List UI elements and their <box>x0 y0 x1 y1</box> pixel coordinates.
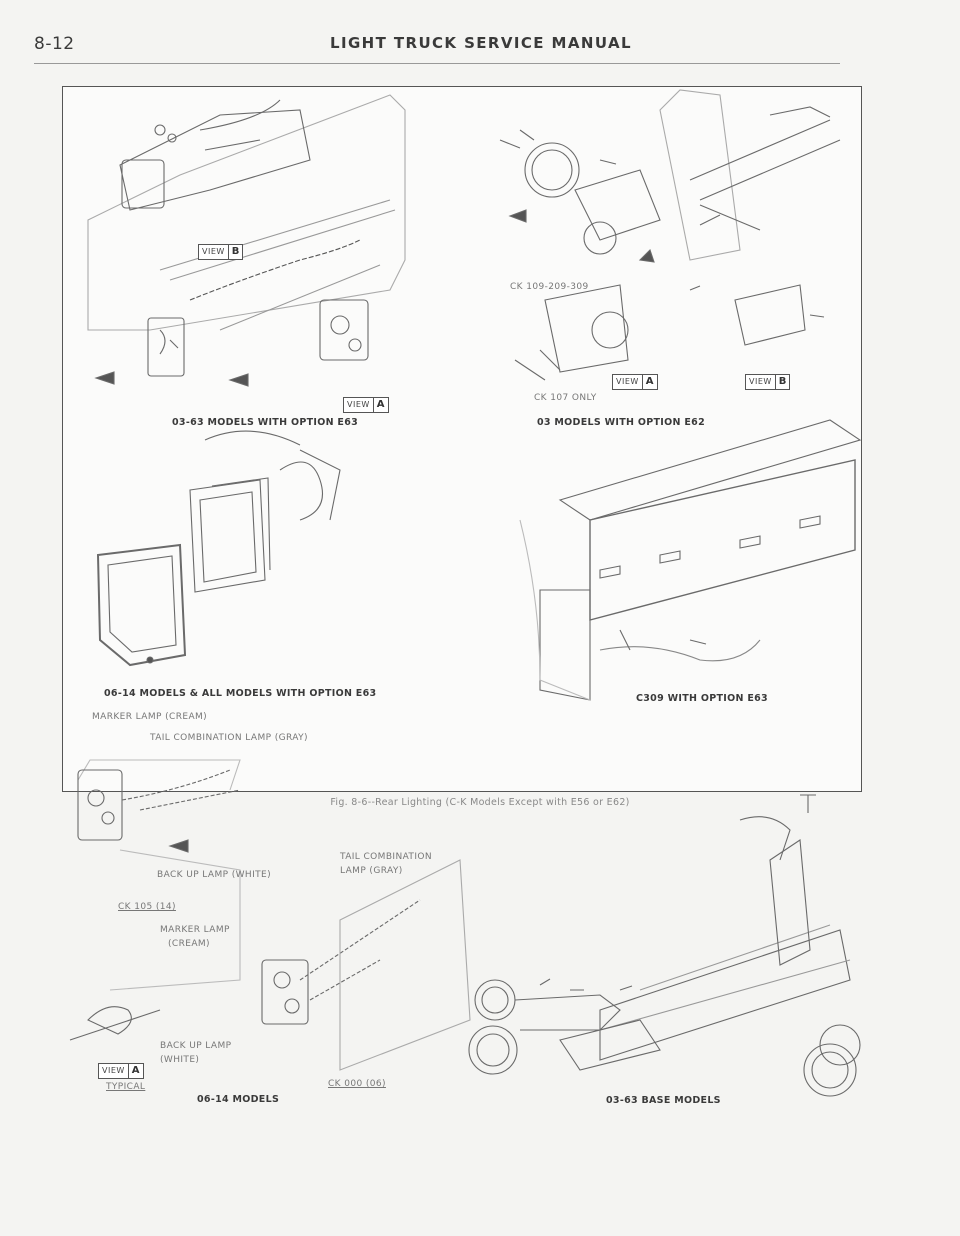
illustration-0363-base-frame <box>468 794 861 1097</box>
callout-tail-comb-line2: LAMP (GRAY) <box>340 866 403 876</box>
callout-ck107: CK 107 ONLY <box>534 393 597 403</box>
callout-marker-line2: (CREAM) <box>168 939 210 949</box>
callout-typical: TYPICAL <box>106 1082 146 1092</box>
figure-caption: Fig. 8-6--Rear Lighting (C-K Models Exce… <box>330 797 630 808</box>
panel-label-03-e62: 03 MODELS WITH OPTION E62 <box>537 417 705 428</box>
panel-label-0614: 06-14 MODELS <box>197 1094 280 1105</box>
header-rule <box>34 63 840 64</box>
panel-label-c309-e63: C309 WITH OPTION E63 <box>636 693 768 704</box>
page-number: 8-12 <box>34 34 75 54</box>
callout-ck109: CK 109-209-309 <box>510 282 589 292</box>
callout-marker-line1: MARKER LAMP <box>160 925 230 935</box>
illustration-lamp-housing-exploded <box>96 430 341 667</box>
illustration-bumper-lamp-e62 <box>499 89 841 381</box>
illustration-tailgate-e63 <box>519 419 862 701</box>
callout-ck105: CK 105 (14) <box>118 902 176 912</box>
callout-backup-white: BACK UP LAMP (WHITE) <box>157 870 272 880</box>
figure-frame <box>62 86 862 792</box>
illustration-truck-rear-e63 <box>87 94 406 387</box>
callout-tail-comb-line1: TAIL COMBINATION <box>340 852 433 862</box>
panel-label-0363-base: 03-63 BASE MODELS <box>606 1095 721 1106</box>
callout-marker-cream: MARKER LAMP (CREAM) <box>92 712 208 722</box>
callout-ck000: CK 000 (06) <box>328 1079 386 1089</box>
page-header-title: LIGHT TRUCK SERVICE MANUAL <box>330 34 632 52</box>
panel-label-0614-all-e63: 06-14 MODELS & ALL MODELS WITH OPTION E6… <box>104 688 377 699</box>
callout-tail-gray: TAIL COMBINATION LAMP (GRAY) <box>150 733 308 743</box>
panel-label-0363-e63: 03-63 MODELS WITH OPTION E63 <box>172 417 359 428</box>
callout-backup-line2: (WHITE) <box>160 1055 200 1065</box>
callout-backup-line1: BACK UP LAMP <box>160 1041 232 1051</box>
illustration-0614-tail-lamps <box>69 759 471 1071</box>
